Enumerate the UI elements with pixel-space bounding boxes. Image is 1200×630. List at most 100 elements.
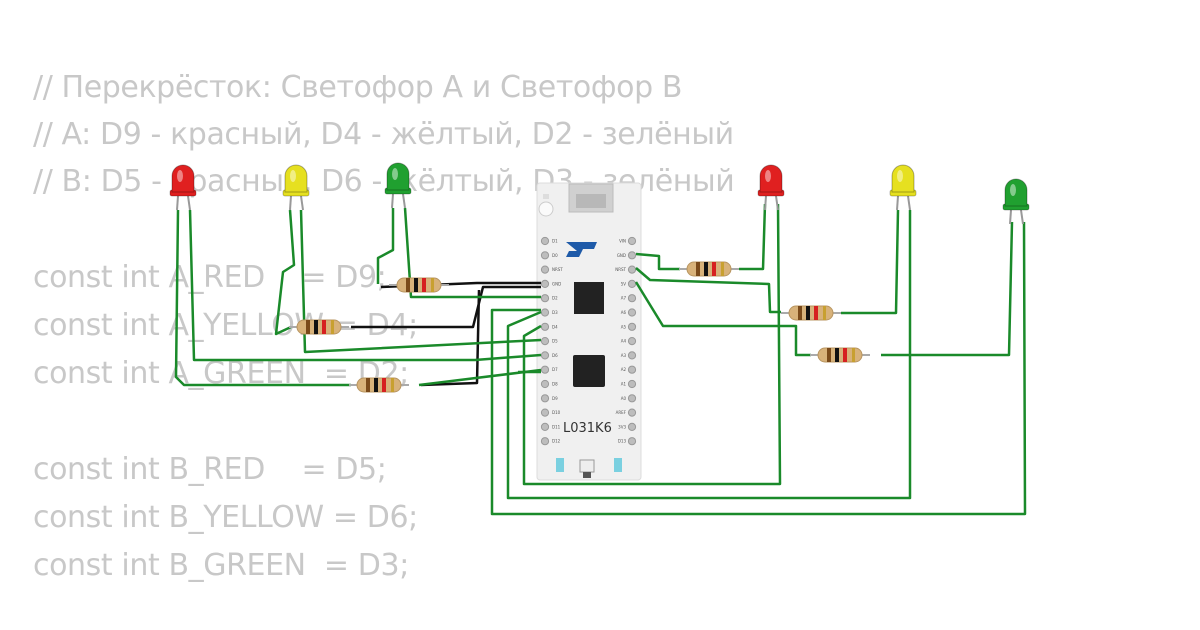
pin-label: D7 <box>552 367 558 372</box>
wire-gnd <box>420 289 481 387</box>
led-a-red[interactable] <box>169 164 197 211</box>
pin-hole[interactable] <box>540 308 550 317</box>
wire-a-yellow-out <box>299 209 542 354</box>
pin-hole[interactable] <box>540 394 550 403</box>
wire-b-red-out <box>522 203 782 486</box>
pin-label: D9 <box>552 396 558 401</box>
wire-a-red-out <box>188 209 542 362</box>
wire-board-right-3 <box>634 281 811 357</box>
code-line: const int A_GREEN = D2; <box>33 356 409 391</box>
pin-label: D0 <box>552 253 558 258</box>
pin-hole[interactable] <box>540 236 550 246</box>
pin-label: 3V3 <box>618 424 626 429</box>
pin-label: D13 <box>618 439 627 444</box>
pin-label: D1 <box>552 239 558 244</box>
pin-hole[interactable] <box>627 422 637 431</box>
pin-hole[interactable] <box>540 365 550 374</box>
pin-hole[interactable] <box>540 422 550 431</box>
pin-label: A3 <box>621 353 627 358</box>
code-line: const int B_YELLOW = D6; <box>33 500 418 535</box>
pin-hole[interactable] <box>540 251 550 260</box>
pin-label: VIN <box>619 239 626 244</box>
pin-label: D4 <box>552 324 558 329</box>
wire-b-yellow-out <box>506 210 912 500</box>
wire-a-green <box>376 208 395 284</box>
pin-hole[interactable] <box>627 408 637 417</box>
pin-label: D10 <box>552 410 561 415</box>
pin-hole[interactable] <box>627 365 637 374</box>
pin-label: D11 <box>552 424 561 429</box>
pin-hole[interactable] <box>540 351 550 360</box>
pin-label: NRST <box>615 267 626 272</box>
pin-hole[interactable] <box>540 337 550 346</box>
led-b-yellow[interactable] <box>889 164 917 211</box>
pin-label: D8 <box>552 382 558 387</box>
resistor[interactable] <box>809 347 871 363</box>
pin-label: A2 <box>621 367 627 372</box>
pin-label: A7 <box>621 296 627 301</box>
wire-gnd <box>351 285 541 329</box>
pin-label: A1 <box>621 382 627 387</box>
resistor[interactable] <box>388 277 450 293</box>
pin-label: GND <box>552 281 561 286</box>
resistor[interactable] <box>780 305 842 321</box>
wire-b-yellow <box>841 209 900 315</box>
wire-a-green-out <box>403 207 541 299</box>
wire-board-right-1 <box>635 252 680 271</box>
pin-label: A4 <box>621 339 627 344</box>
wire-board-right-2 <box>635 267 781 314</box>
wire-b-green-out <box>490 221 1027 516</box>
wire-b-red <box>739 203 767 271</box>
pin-label: D12 <box>552 439 561 444</box>
led-b-red[interactable] <box>757 164 785 211</box>
code-line: // Перекрёсток: Светофор A и Светофор B <box>33 70 683 105</box>
pin-hole[interactable] <box>627 308 637 317</box>
pin-label: AREF <box>616 410 627 415</box>
pin-hole[interactable] <box>627 251 637 260</box>
pin-label: A0 <box>621 396 627 401</box>
pin-hole[interactable] <box>627 337 637 346</box>
pin-hole[interactable] <box>540 294 550 303</box>
pin-label: A5 <box>621 324 627 329</box>
code-line: const int B_RED = D5; <box>33 452 387 487</box>
led-a-yellow[interactable] <box>282 164 310 211</box>
pin-label: D3 <box>552 310 558 315</box>
code-line: const int B_GREEN = D3; <box>33 548 409 583</box>
led-a-green[interactable] <box>384 162 412 209</box>
pin-hole[interactable] <box>627 394 637 403</box>
pin-hole[interactable] <box>540 265 550 274</box>
pin-hole[interactable] <box>540 322 550 331</box>
pin-hole[interactable] <box>627 322 637 331</box>
wire-a-red <box>174 209 351 387</box>
led-b-green[interactable] <box>1002 178 1030 225</box>
pin-label: GND <box>617 253 626 258</box>
pin-hole[interactable] <box>540 437 550 446</box>
pin-hole[interactable] <box>627 379 637 389</box>
pin-hole[interactable] <box>627 265 637 274</box>
pin-label: D2 <box>552 296 558 301</box>
pin-hole[interactable] <box>627 279 637 288</box>
pin-hole[interactable] <box>627 351 637 360</box>
pin-label: D6 <box>552 353 558 358</box>
pin-hole[interactable] <box>627 437 637 446</box>
pin-label: 5V <box>621 281 627 286</box>
resistor[interactable] <box>678 261 740 277</box>
resistor[interactable] <box>348 377 410 393</box>
pin-hole[interactable] <box>627 294 637 303</box>
board-name: L031K6 <box>563 421 612 436</box>
pin-label: D5 <box>552 339 558 344</box>
pin-label: NRST <box>552 267 563 272</box>
resistor[interactable] <box>288 319 350 335</box>
code-line: // A: D9 - красный, D4 - жёлтый, D2 - зе… <box>33 117 734 152</box>
chip-mcu <box>573 355 605 387</box>
pin-hole[interactable] <box>540 408 550 417</box>
pin-label: A6 <box>621 310 627 315</box>
pin-hole[interactable] <box>540 279 550 288</box>
wire-b-green <box>881 221 1014 357</box>
wire-a-yellow <box>274 209 296 336</box>
pin-hole[interactable] <box>540 379 550 389</box>
pin-hole[interactable] <box>627 236 637 246</box>
st-logo <box>566 242 597 257</box>
